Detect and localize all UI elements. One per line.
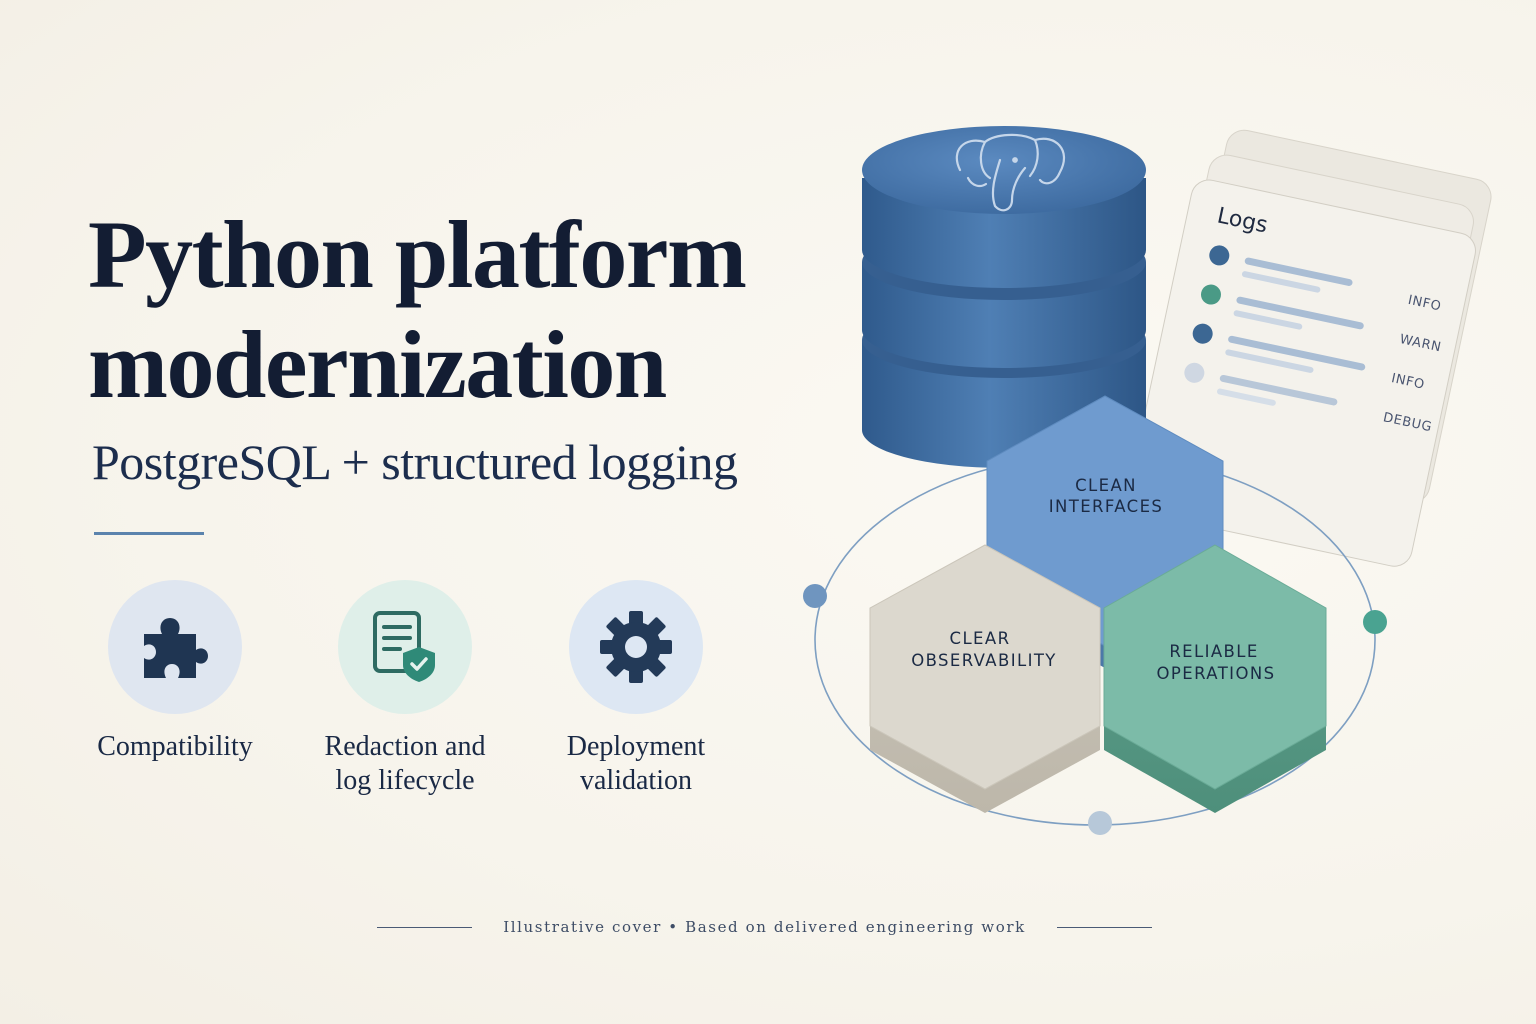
feature-icon-circle (338, 580, 472, 714)
log-level: INFO (1407, 293, 1443, 315)
hex-label-line2: OPERATIONS (1157, 664, 1276, 683)
footer-caption: Illustrative cover • Based on delivered … (377, 918, 1152, 938)
puzzle-icon (144, 618, 208, 678)
accent-divider (94, 532, 204, 535)
feature-icon-circle (108, 580, 242, 714)
feature-label-line2: log lifecycle (335, 765, 475, 796)
orbit-node (803, 584, 827, 608)
hex-reliable-operations: RELIABLE OPERATIONS (1103, 544, 1327, 813)
footer-rule-right (1057, 927, 1152, 928)
feature-icon-circle (569, 580, 703, 714)
log-dot (1209, 245, 1230, 266)
footer-separator: • (668, 918, 679, 936)
feature-label-line1: Redaction and (324, 731, 486, 762)
log-dot (1184, 362, 1205, 383)
hex-label-line1: CLEAR (950, 629, 1011, 648)
feature-compatibility: Compatibility (65, 580, 285, 764)
page-title: Python platform modernization (88, 200, 747, 420)
orbit-node (1088, 811, 1112, 835)
footer-rule-left (377, 927, 472, 928)
gear-icon (600, 611, 672, 683)
architecture-illustration: Logs INFO WARN INFO DEBUG (803, 126, 1492, 835)
title-line-1: Python platform (88, 201, 747, 308)
hex-label-line2: OBSERVABILITY (911, 651, 1057, 670)
log-level: INFO (1390, 371, 1426, 393)
document-shield-icon (373, 611, 435, 682)
footer-left-text: Illustrative cover (503, 918, 662, 936)
postgresql-elephant-icon (955, 133, 1066, 212)
feature-redaction: Redaction and log lifecycle (295, 580, 515, 798)
footer-right-text: Based on delivered engineering work (685, 918, 1026, 936)
page-subtitle: PostgreSQL + structured logging (92, 434, 738, 490)
title-line-2: modernization (88, 311, 667, 418)
feature-label-line1: Deployment (566, 731, 706, 762)
feature-label-line2: validation (580, 765, 692, 796)
hex-label-line2: INTERFACES (1049, 497, 1164, 516)
log-dot (1192, 323, 1213, 344)
hex-label-line1: RELIABLE (1169, 642, 1258, 661)
hex-clear-observability: CLEAR OBSERVABILITY (869, 544, 1101, 813)
hex-label-line1: CLEAN (1075, 476, 1137, 495)
log-dot (1200, 284, 1221, 305)
feature-label: Compatibility (97, 731, 253, 762)
feature-deployment: Deployment validation (526, 580, 746, 798)
orbit-node (1363, 610, 1387, 634)
